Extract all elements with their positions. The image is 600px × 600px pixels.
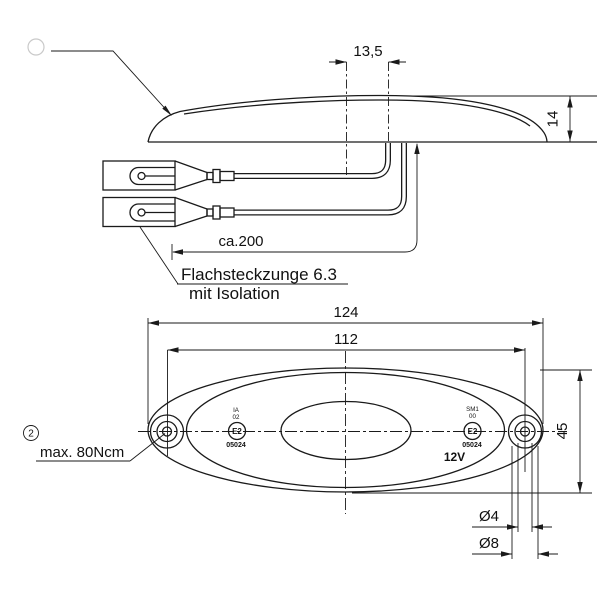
category-label: SM1 [466,406,479,413]
approval-number: 05024 [226,442,246,449]
connector-tab-hole [137,208,146,217]
dim-line [173,144,418,253]
connector-crimp-2 [212,168,221,184]
e-mark-circle [463,421,482,441]
lamp-profile [147,94,597,143]
ref-balloon [23,425,39,441]
leader-line [139,226,179,285]
dim-label: 45 [554,423,571,440]
connector-crimp-3 [219,170,235,182]
connector-lower [102,196,235,228]
dim-arrow [148,320,159,326]
dim-arrow [507,524,518,530]
dim-arrow [577,370,583,381]
cable-upper [234,143,391,179]
connector-note: Flachsteckzunge 6.3 mit Isolation [139,226,348,303]
dim-lamp-height: 14 [412,95,597,142]
dim-cable-offset: 13,5 [329,43,406,65]
lamp-lens-seam [183,99,531,127]
cable-upper-core [234,143,390,178]
dim-arrow [532,524,543,530]
cable-lower-core [234,143,406,215]
dim-hole-spacing: 112 [167,331,525,353]
side-view: 13,5 14 ca.200 Flachsteckzunge 6.3 mit I… [27,38,597,303]
dim-arrow [532,320,543,326]
ref-number: 2 [28,429,34,440]
approval-number: 05024 [462,442,482,449]
dim-label: ca.200 [218,233,263,250]
dim-cable-length: ca.200 [171,143,420,260]
connector-note-line2: mit Isolation [189,284,280,303]
cables [234,143,407,216]
dim-arrow [538,551,549,557]
dim-countersink-diameter: Ø8 [472,446,558,559]
dim-overall-length: 124 [147,304,544,424]
category-label: IA [233,407,240,414]
lamp-lens-outline [147,94,548,143]
connector-crimp-3 [219,207,235,218]
dim-arrow [388,59,400,65]
lens-dome [280,400,412,461]
approval-marking-right: SM1 00 E2 05024 12V [444,406,482,464]
dim-label: 13,5 [353,43,382,60]
dim-arrow [167,347,179,353]
dim-label: 112 [334,331,358,348]
faded-ref-balloon [27,38,45,56]
dim-hole-diameter: Ø4 [472,443,552,532]
voltage-label: 12V [444,450,465,464]
leader-line [129,433,166,462]
dim-label: 124 [333,304,358,321]
dim-arrow [577,482,583,493]
connector-taper [174,196,208,228]
series-label: 00 [469,413,476,420]
e-mark-label: E2 [468,427,478,436]
connector-tab [129,203,175,222]
dim-arrow [514,347,525,353]
dim-arrow [501,551,512,557]
dim-arrow [567,96,573,108]
connector-taper [174,160,208,191]
plan-view: 124 112 45 Ø4 [23,304,592,559]
connector-tab-hole [137,171,146,181]
torque-note: 2 max. 80Ncm [23,425,166,462]
approval-marking-left: IA 02 E2 05024 [226,407,247,449]
dim-arrow [414,143,420,154]
dim-label: Ø4 [479,508,499,525]
torque-label: max. 80Ncm [40,444,124,461]
dim-arrow [172,249,183,255]
connector-crimp-2 [212,205,221,220]
connector-note-line1: Flachsteckzunge 6.3 [181,265,337,284]
dim-label: 14 [545,111,562,128]
e-mark-circle [227,421,247,441]
connector-crimp-1 [206,208,214,217]
connector-tab [129,166,175,186]
dim-arrow [567,130,573,142]
dim-label: Ø8 [479,535,499,552]
connector-upper [102,160,235,191]
e-mark-label: E2 [232,427,242,436]
series-label: 02 [233,414,240,421]
lens-leader-arrow [162,105,172,116]
connector-crimp-1 [206,171,214,181]
dim-overall-width: 45 [352,369,592,494]
dim-arrow [335,59,347,65]
lens-leader-line [51,50,171,115]
